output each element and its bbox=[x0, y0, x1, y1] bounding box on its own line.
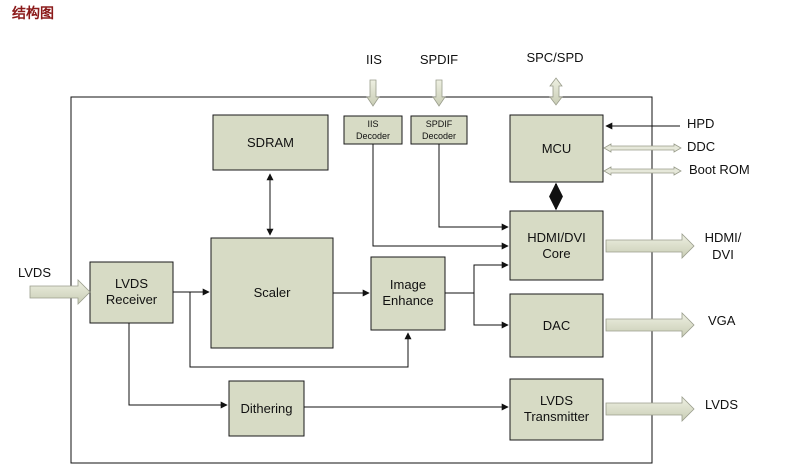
iis-decoder-block: IIS Decoder bbox=[343, 115, 403, 145]
diagram-title: 结构图 bbox=[12, 6, 54, 22]
lvds-input-arrow bbox=[29, 279, 91, 305]
lvds-transmitter-label-2: Transmitter bbox=[524, 409, 590, 424]
scaler-block: Scaler bbox=[210, 237, 334, 349]
enhance-to-dac bbox=[473, 293, 509, 329]
receiver-to-dithering bbox=[128, 323, 228, 409]
boot-rom-bus-arrow bbox=[603, 166, 682, 176]
spdif-decoder-label-1: SPDIF bbox=[426, 119, 453, 129]
hdmi-output-label-1: HDMI/ bbox=[705, 230, 742, 245]
lvds-receiver-label-2: Receiver bbox=[106, 292, 158, 307]
hdmi-output-label-2: DVI bbox=[712, 247, 734, 262]
spc-spd-bus-arrow bbox=[549, 77, 563, 106]
ddc-signal-label: DDC bbox=[687, 139, 715, 154]
dithering-label: Dithering bbox=[240, 401, 292, 416]
spc-spd-signal-label: SPC/SPD bbox=[526, 50, 583, 65]
lvds-receiver-label-1: LVDS bbox=[115, 276, 148, 291]
vga-output-arrow bbox=[605, 312, 695, 338]
spdif-decoder-label-2: Decoder bbox=[422, 131, 456, 141]
image-enhance-label-1: Image bbox=[390, 277, 426, 292]
image-enhance-label-2: Enhance bbox=[382, 293, 433, 308]
image-enhance-block: Image Enhance bbox=[370, 256, 446, 331]
iis-input-arrow bbox=[366, 79, 380, 107]
enhance-to-hdmi bbox=[473, 261, 509, 293]
scaler-label: Scaler bbox=[254, 285, 292, 300]
spdif-signal-label: SPDIF bbox=[420, 52, 458, 67]
hdmi-output-arrow bbox=[605, 233, 695, 259]
dithering-block: Dithering bbox=[228, 380, 305, 437]
lvds-transmitter-block: LVDS Transmitter bbox=[509, 378, 604, 441]
boot-rom-signal-label: Boot ROM bbox=[689, 162, 750, 177]
spdif-decoder-to-hdmi bbox=[438, 144, 509, 231]
hdmi-core-label-1: HDMI/DVI bbox=[527, 230, 586, 245]
sdram-block: SDRAM bbox=[212, 114, 329, 171]
iis-decoder-label-2: Decoder bbox=[356, 131, 390, 141]
iis-decoder-to-hdmi bbox=[372, 144, 509, 250]
receiver-bypass-to-enhance bbox=[189, 292, 412, 368]
mcu-block: MCU bbox=[509, 114, 604, 183]
vga-output-label: VGA bbox=[708, 313, 736, 328]
hdmi-core-block: HDMI/DVI Core bbox=[509, 210, 604, 281]
chip-boundary bbox=[70, 96, 653, 464]
lvds-output-arrow bbox=[605, 396, 695, 422]
dac-label: DAC bbox=[543, 318, 570, 333]
iis-decoder-label-1: IIS bbox=[367, 119, 378, 129]
mcu-label: MCU bbox=[542, 141, 572, 156]
hpd-signal-label: HPD bbox=[687, 116, 714, 131]
ddc-bus-arrow bbox=[603, 143, 682, 153]
dac-block: DAC bbox=[509, 293, 604, 358]
spdif-decoder-block: SPDIF Decoder bbox=[410, 115, 468, 145]
iis-signal-label: IIS bbox=[366, 52, 382, 67]
lvds-receiver-block: LVDS Receiver bbox=[89, 261, 174, 324]
spdif-input-arrow bbox=[432, 79, 446, 107]
sdram-label: SDRAM bbox=[247, 135, 294, 150]
lvds-output-label: LVDS bbox=[705, 397, 738, 412]
hdmi-core-label-2: Core bbox=[542, 246, 570, 261]
lvds-transmitter-label-1: LVDS bbox=[540, 393, 573, 408]
lvds-input-label: LVDS bbox=[18, 265, 51, 280]
